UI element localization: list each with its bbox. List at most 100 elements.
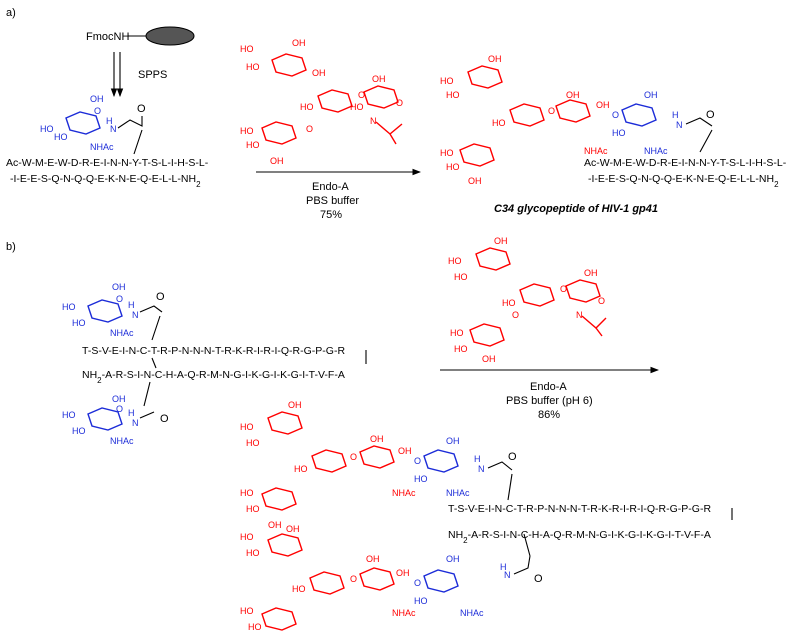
nhac-label-a: NHAc (90, 142, 114, 152)
svg-text:H: H (128, 300, 135, 310)
svg-text:O: O (350, 452, 357, 462)
svg-text:O: O (534, 573, 543, 585)
oxazoline-glycan-donor-b: HO HO OH HO O OH O N HO HO OH O (448, 236, 607, 364)
svg-text:O: O (156, 291, 165, 303)
yield-b: 86% (538, 409, 560, 421)
svg-text:N: N (676, 120, 683, 130)
svg-text:OH: OH (312, 68, 326, 78)
svg-text:OH: OH (446, 436, 460, 446)
product-seq-a-line2: -I-E-E-S-Q-N-Q-Q-E-K-N-E-Q-E-L-L-NH2 (588, 173, 779, 189)
svg-text:O: O (548, 106, 555, 116)
svg-text:OH: OH (292, 38, 306, 48)
svg-text:N: N (110, 124, 117, 134)
svg-text:OH: OH (398, 446, 412, 456)
svg-text:O: O (306, 124, 313, 134)
svg-text:NHAc: NHAc (392, 488, 416, 498)
svg-text:NHAc: NHAc (446, 488, 470, 498)
svg-text:OH: OH (644, 90, 658, 100)
svg-text:OH: OH (596, 100, 610, 110)
svg-text:HO: HO (446, 162, 460, 172)
svg-text:HO: HO (246, 62, 260, 72)
svg-text:HO: HO (492, 118, 506, 128)
oxazoline-glycan-donor-a: HO HO OH OH HO O OH HO O N HO HO OH O (240, 38, 403, 166)
svg-text:OH: OH (468, 176, 482, 186)
svg-text:N: N (576, 310, 583, 320)
svg-text:OH: OH (112, 282, 126, 292)
glycopeptide-product-b: HO HO OH HO O OH OH NHAc HO HO OH O OH H… (240, 400, 543, 632)
svg-text:OH: OH (446, 554, 460, 564)
svg-text:OH: OH (288, 400, 302, 410)
buffer-a: PBS buffer (306, 195, 359, 207)
svg-text:HO: HO (612, 128, 626, 138)
svg-text:HO: HO (62, 410, 76, 420)
svg-text:O: O (137, 103, 146, 115)
svg-text:OH: OH (112, 394, 126, 404)
glcnac-residue-b-upper: HO HO OH O NHAc H N (62, 282, 139, 338)
svg-text:HO: HO (502, 298, 516, 308)
reagent-a: Endo-A (312, 181, 349, 193)
svg-text:HO: HO (248, 622, 262, 632)
svg-text:HO: HO (350, 102, 364, 112)
resin-bead-icon (145, 26, 195, 46)
svg-text:HO: HO (454, 272, 468, 282)
spps-label: SPPS (138, 69, 167, 81)
svg-text:O: O (94, 106, 101, 116)
svg-text:OH: OH (372, 74, 386, 84)
product-seq-a-line1: Ac-W-M-E-W-D-R-E-I-N-N-Y-T-S-L-I-H-S-L- (584, 157, 787, 169)
svg-text:O: O (512, 310, 519, 320)
svg-text:O: O (358, 90, 365, 100)
svg-text:H: H (474, 454, 481, 464)
svg-text:O: O (116, 294, 123, 304)
reagent-b: Endo-A (530, 381, 567, 393)
svg-text:OH: OH (566, 90, 580, 100)
svg-text:HO: HO (446, 90, 460, 100)
svg-text:HO: HO (246, 504, 260, 514)
svg-text:N: N (504, 570, 511, 580)
glycopeptide-product-a: HO HO OH HO O OH OH NHAc HO HO OH O OH H… (440, 54, 715, 186)
svg-text:OH: OH (482, 354, 496, 364)
product-nhac-red: NHAc (584, 146, 608, 156)
product-caption-a: C34 glycopeptide of HIV-1 gp41 (494, 203, 658, 215)
svg-text:HO: HO (240, 488, 254, 498)
svg-text:O: O (414, 578, 421, 588)
fmoc-resin-label: FmocNH (86, 31, 129, 43)
svg-text:NHAc: NHAc (392, 608, 416, 618)
svg-text:HO: HO (40, 124, 54, 134)
svg-text:HO: HO (240, 126, 254, 136)
svg-text:OH: OH (494, 236, 508, 246)
product-seq-b-top: T-S-V-E-I-N-C-T-R-P-N-N-N-T-R-K-R-I-R-I-… (448, 503, 711, 515)
buffer-b: PBS buffer (pH 6) (506, 395, 593, 407)
svg-text:O: O (160, 413, 169, 425)
svg-text:O: O (116, 404, 123, 414)
svg-text:O: O (706, 109, 715, 121)
svg-text:OH: OH (584, 268, 598, 278)
svg-text:N: N (132, 418, 139, 428)
svg-text:HO: HO (294, 464, 308, 474)
glcnac-residue-a: HO HO OH O NHAc H N (40, 94, 117, 152)
panel-a-label: a) (6, 7, 16, 19)
svg-text:H: H (500, 562, 507, 572)
svg-text:NHAc: NHAc (110, 328, 134, 338)
svg-text:OH: OH (396, 568, 410, 578)
peptide-seq-a-line2: -I-E-E-S-Q-N-Q-Q-E-K-N-E-Q-E-L-L-NH2 (10, 173, 201, 189)
peptide-seq-b-bottom: NH2-A-R-S-I-N-C-H-A-Q-R-M-N-G-I-K-G-I-K-… (82, 369, 345, 385)
svg-text:O: O (612, 110, 619, 120)
yield-a: 75% (320, 209, 342, 221)
svg-text:HO: HO (440, 76, 454, 86)
svg-text:N: N (132, 310, 139, 320)
svg-text:HO: HO (454, 344, 468, 354)
svg-text:OH: OH (370, 434, 384, 444)
svg-text:H: H (672, 110, 679, 120)
svg-text:OH: OH (488, 54, 502, 64)
svg-text:O: O (560, 284, 567, 294)
svg-text:OH: OH (270, 156, 284, 166)
svg-text:OH: OH (90, 94, 104, 104)
svg-text:OH: OH (286, 524, 300, 534)
svg-text:HO: HO (300, 102, 314, 112)
glcnac-residue-b-lower: HO HO OH O NHAc H N (62, 394, 139, 446)
svg-text:HO: HO (292, 584, 306, 594)
svg-text:O: O (350, 574, 357, 584)
svg-text:HO: HO (246, 438, 260, 448)
svg-text:HO: HO (246, 548, 260, 558)
